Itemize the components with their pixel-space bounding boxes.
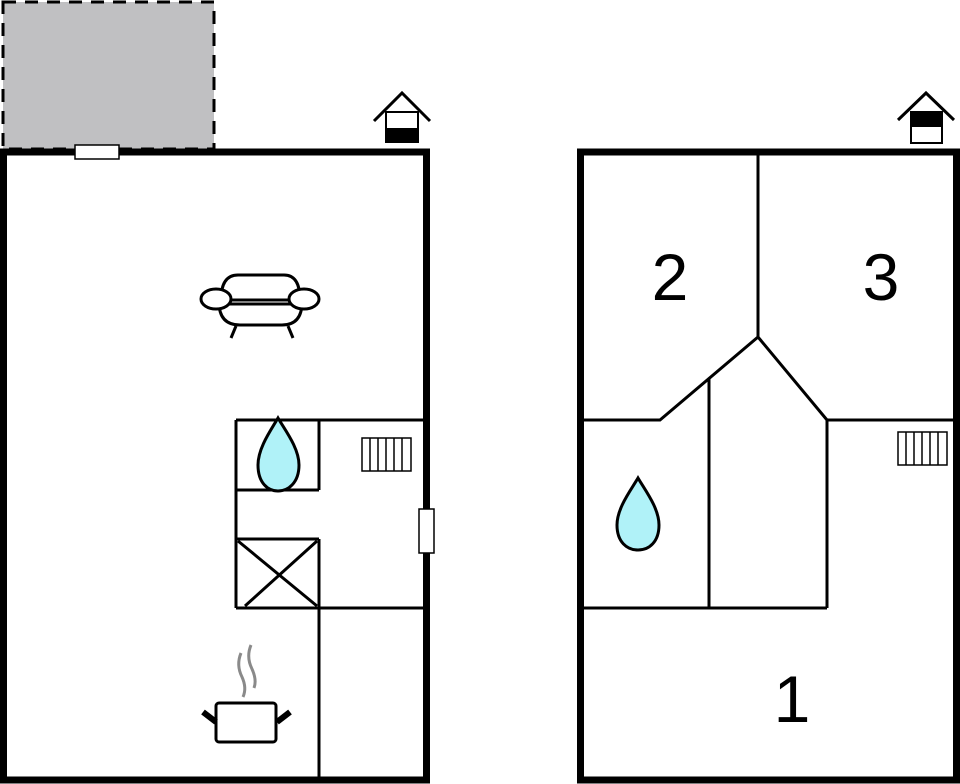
cross-box bbox=[237, 539, 318, 608]
window-right bbox=[418, 508, 435, 554]
sofa-icon bbox=[199, 273, 321, 339]
house-ground-floor-icon bbox=[372, 90, 432, 143]
ground-floor-interior-walls bbox=[234, 418, 426, 780]
upper-floor-plan: 2 3 1 bbox=[577, 90, 960, 784]
upper-floor-interior-walls bbox=[583, 152, 953, 610]
radiator-icon bbox=[361, 437, 412, 472]
upper-floor-outer-wall bbox=[577, 148, 960, 784]
terrace bbox=[1, 0, 216, 151]
cooking-pot-icon bbox=[201, 644, 292, 744]
room-label-2: 2 bbox=[652, 240, 689, 314]
house-upper-floor-icon bbox=[896, 90, 956, 144]
ground-floor-plan bbox=[0, 0, 435, 784]
room-label-3: 3 bbox=[863, 240, 900, 314]
radiator-icon bbox=[897, 431, 948, 466]
water-drop-icon bbox=[256, 415, 301, 493]
room-label-1: 1 bbox=[774, 662, 811, 736]
water-drop-icon bbox=[615, 475, 661, 552]
window-top bbox=[74, 144, 120, 160]
ground-floor-outer-wall bbox=[0, 148, 430, 784]
